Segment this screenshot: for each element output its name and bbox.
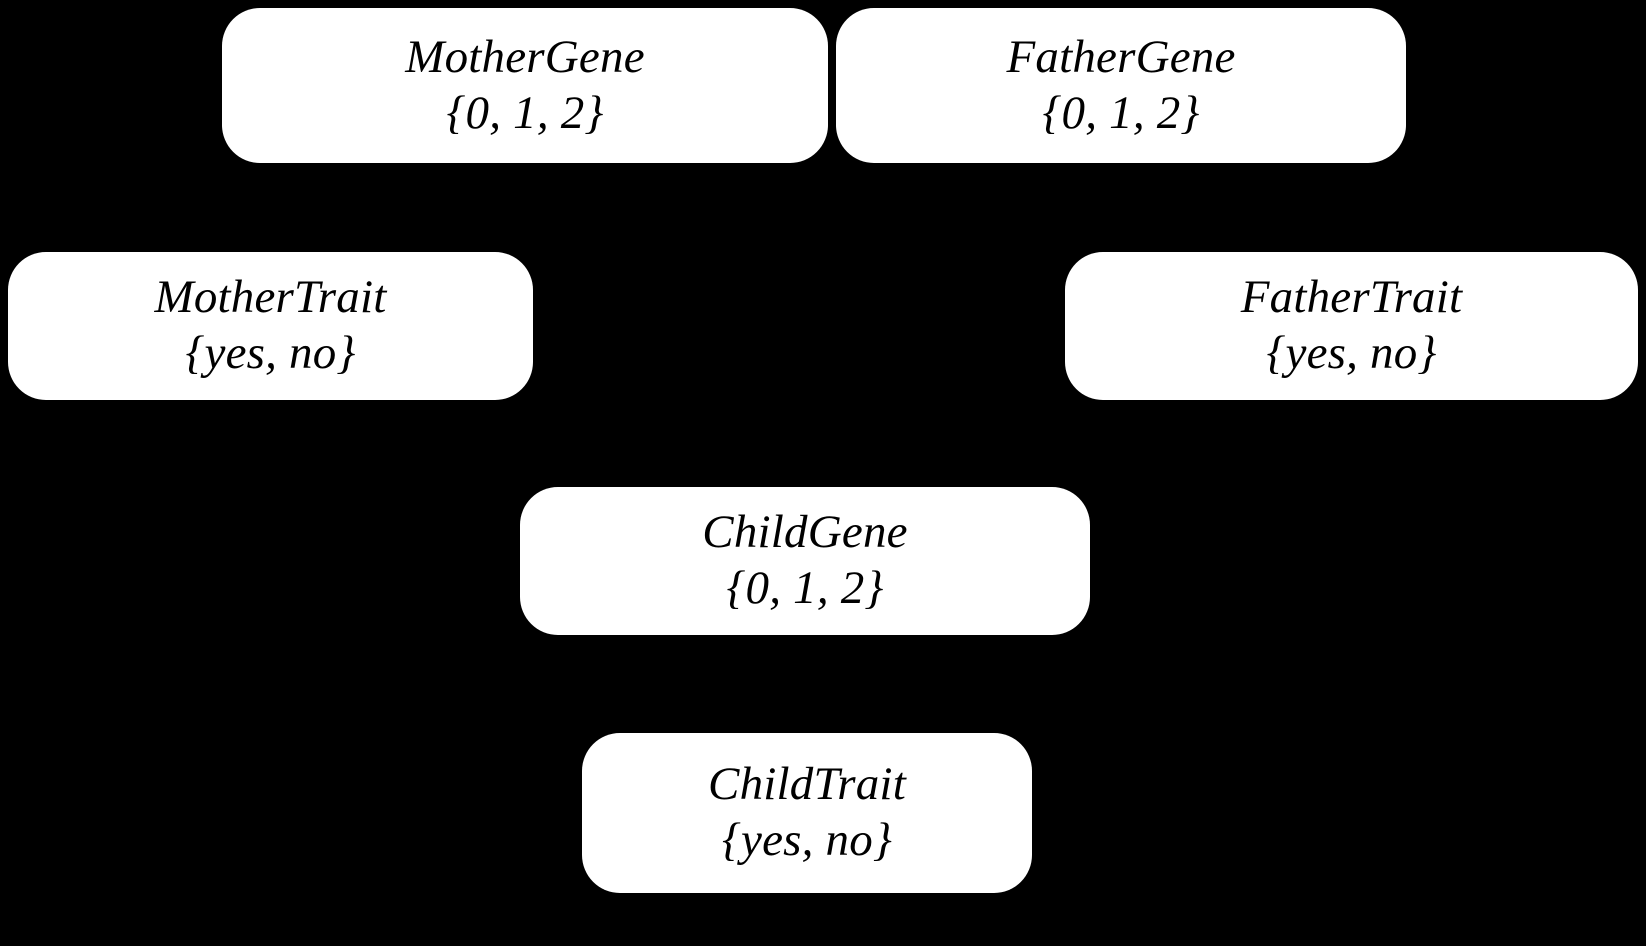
node-label-name: ChildTrait — [708, 758, 906, 811]
node-father-trait[interactable]: FatherTrait {yes, no} — [1065, 252, 1638, 400]
node-label-domain: {0, 1, 2} — [446, 86, 604, 139]
node-child-trait[interactable]: ChildTrait {yes, no} — [582, 733, 1032, 893]
node-label-domain: {0, 1, 2} — [1042, 86, 1200, 139]
node-label-name: MotherTrait — [154, 271, 387, 324]
node-mother-gene[interactable]: MotherGene {0, 1, 2} — [222, 8, 828, 163]
node-label-domain: {0, 1, 2} — [726, 562, 884, 614]
node-mother-trait[interactable]: MotherTrait {yes, no} — [8, 252, 533, 400]
node-label-name: FatherGene — [1006, 30, 1236, 83]
node-father-gene[interactable]: FatherGene {0, 1, 2} — [836, 8, 1406, 163]
node-label-domain: {yes, no} — [722, 814, 892, 866]
node-label-domain: {yes, no} — [1266, 327, 1437, 379]
node-label-name: ChildGene — [702, 506, 908, 559]
node-label-name: FatherTrait — [1240, 271, 1463, 324]
node-label-domain: {yes, no} — [185, 327, 356, 379]
node-child-gene[interactable]: ChildGene {0, 1, 2} — [520, 487, 1090, 635]
node-label-name: MotherGene — [405, 30, 645, 83]
